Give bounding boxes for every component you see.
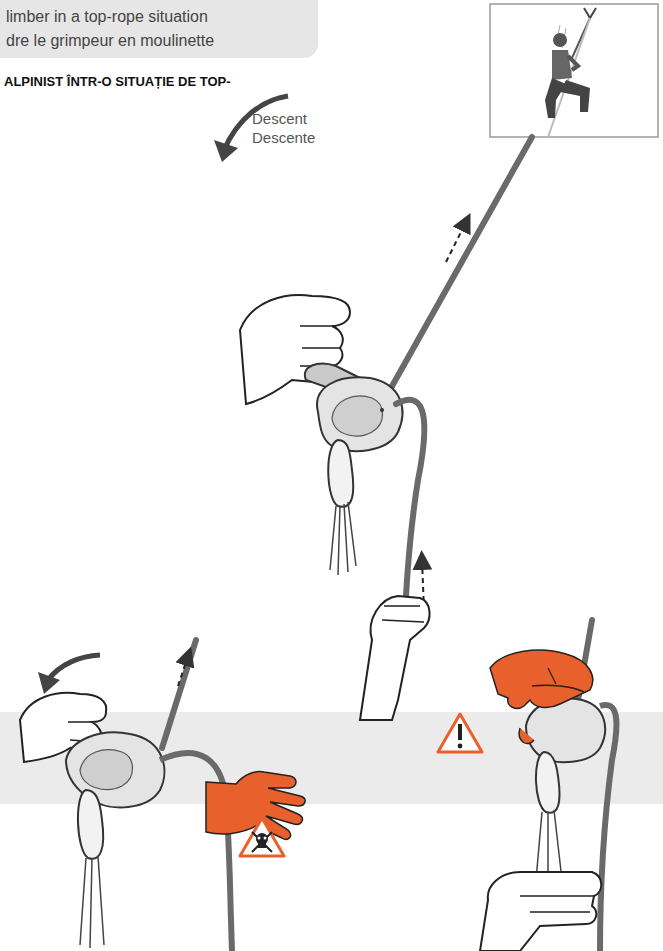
- action-label: Descente: [252, 129, 315, 146]
- section-heading: ALPINIST ÎNTR-O SITUAȚIE DE TOP-: [4, 74, 231, 89]
- band-text: limber in a top-rope situation: [6, 5, 308, 29]
- title-band: limber in a top-rope situationdre le gri…: [0, 0, 318, 58]
- band-text: dre le grimpeur en moulinette: [6, 29, 308, 53]
- action-label: Descent: [252, 110, 307, 127]
